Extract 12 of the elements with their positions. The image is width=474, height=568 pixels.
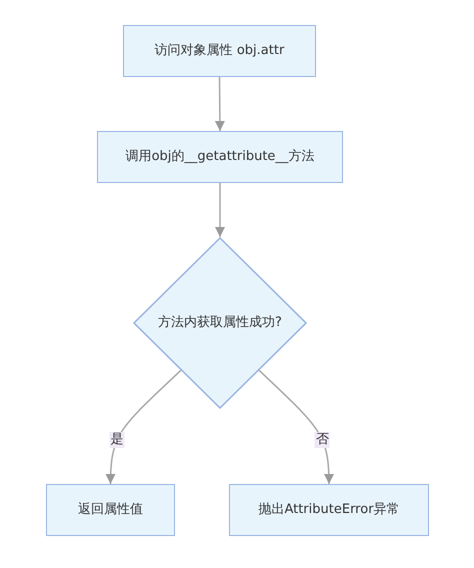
arrow: [215, 183, 225, 237]
process-box: 返回属性值: [46, 484, 175, 536]
process-box: 调用obj的__getattribute__方法: [97, 131, 343, 183]
arrow: [258, 370, 334, 484]
process-box: 抛出AttributeError异常: [229, 484, 429, 536]
decision-text: 方法内获取属性成功?: [158, 315, 282, 331]
arrow: [214, 77, 225, 131]
arrow: [106, 370, 182, 484]
process-box: 访问对象属性 obj.attr: [123, 25, 316, 77]
edge-label: 是: [110, 432, 125, 448]
decision-diamond: [133, 237, 307, 409]
edge-label: 否: [314, 432, 330, 448]
